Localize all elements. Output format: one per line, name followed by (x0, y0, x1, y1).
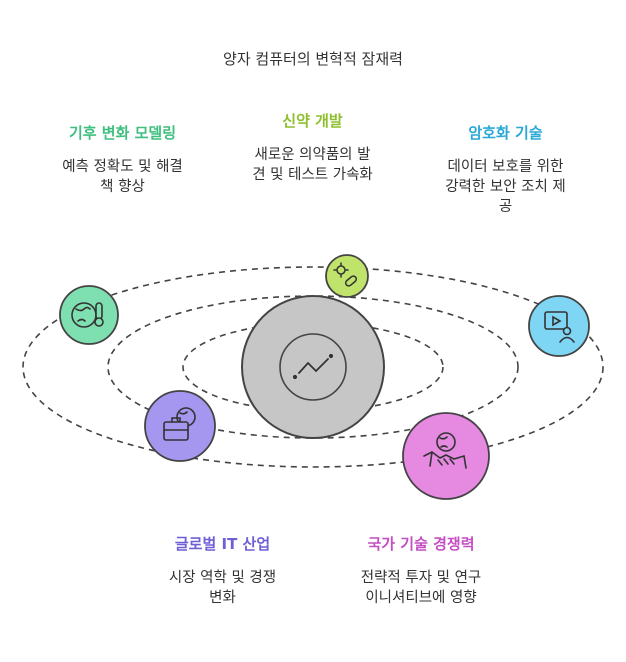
heading-drug: 신약 개발 (282, 112, 343, 130)
desc-national-line-2: 이니셔티브에 영향 (365, 590, 477, 606)
desc-drug: 새로운 의약품의 발 견 및 테스트 가속화 (220, 145, 405, 185)
orbit-outer (22, 266, 604, 468)
desc-climate: 예측 정확도 및 해결 책 향상 (30, 157, 215, 197)
desc-crypto-line-1: 데이터 보호를 위한 (447, 159, 564, 175)
card-drug: 신약 개발 새로운 의약품의 발 견 및 테스트 가속화 (220, 110, 405, 185)
desc-drug-line-1: 새로운 의약품의 발 (254, 147, 371, 163)
trend-line-icon (292, 353, 334, 380)
desc-drug-line-2: 견 및 테스트 가속화 (252, 167, 373, 183)
node-global (144, 390, 216, 462)
node-crypto (528, 295, 590, 357)
node-national (402, 412, 490, 500)
desc-global: 시장 역학 및 경쟁 변화 (130, 568, 315, 608)
desc-crypto: 데이터 보호를 위한 강력한 보안 조치 제 공 (413, 157, 598, 217)
card-national: 국가 기술 경쟁력 전략적 투자 및 연구 이니셔티브에 영향 (326, 533, 516, 608)
heading-crypto: 암호화 기술 (468, 124, 543, 142)
handshake-globe-icon (423, 432, 467, 469)
globe-thermometer-icon (71, 302, 104, 328)
desc-national-line-1: 전략적 투자 및 연구 (360, 570, 482, 586)
secure-video-user-icon (544, 311, 575, 343)
virus-pill-icon (333, 262, 358, 287)
desc-global-line-2: 변화 (209, 590, 236, 606)
desc-climate-line-1: 예측 정확도 및 해결 (62, 159, 183, 175)
center-node (241, 295, 385, 439)
orbit-middle (107, 295, 519, 439)
diagram-title: 양자 컴퓨터의 변혁적 잠재력 (223, 50, 403, 68)
desc-global-line-1: 시장 역학 및 경쟁 (168, 570, 277, 586)
card-global: 글로벌 IT 산업 시장 역학 및 경쟁 변화 (130, 533, 315, 608)
heading-national: 국가 기술 경쟁력 (367, 535, 475, 553)
node-drug (325, 254, 369, 298)
briefcase-globe-icon (163, 407, 196, 441)
desc-crypto-line-2: 강력한 보안 조치 제 (445, 179, 566, 195)
card-climate: 기후 변화 모델링 예측 정확도 및 해결 책 향상 (30, 122, 215, 197)
desc-national: 전략적 투자 및 연구 이니셔티브에 영향 (326, 568, 516, 608)
node-climate (59, 285, 119, 345)
desc-crypto-line-3: 공 (498, 199, 513, 215)
card-crypto: 암호화 기술 데이터 보호를 위한 강력한 보안 조치 제 공 (413, 122, 598, 217)
desc-climate-line-2: 책 향상 (100, 179, 145, 195)
heading-global: 글로벌 IT 산업 (174, 535, 271, 553)
heading-climate: 기후 변화 모델링 (68, 124, 177, 142)
